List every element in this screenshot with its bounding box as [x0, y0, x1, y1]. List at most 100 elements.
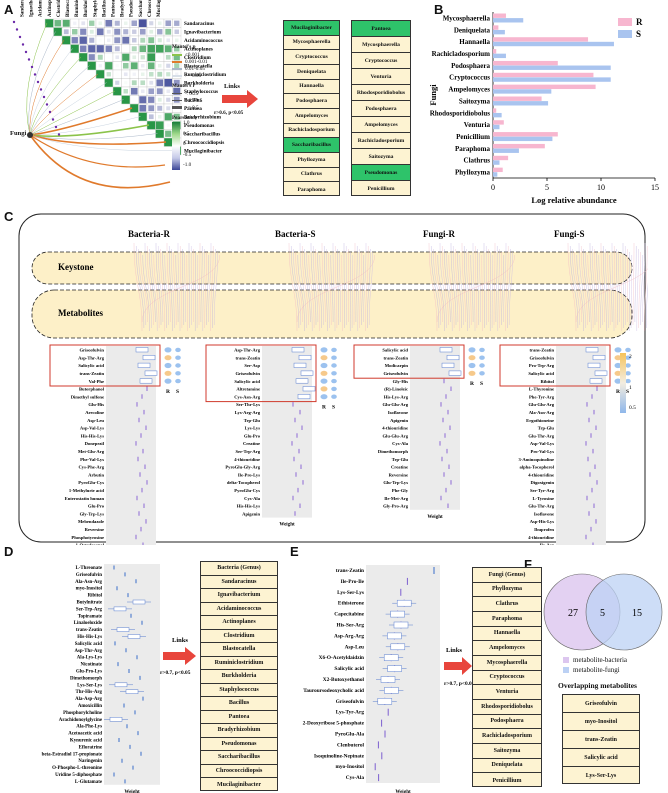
grid-square	[88, 45, 96, 53]
network-edge	[466, 248, 470, 329]
network-edge	[439, 242, 447, 329]
network-edge	[576, 254, 584, 332]
box-genus-item: Venturia	[352, 69, 410, 85]
b-bar-R	[493, 132, 558, 137]
c-r-dot	[320, 355, 328, 361]
b-tick-label: 15	[651, 183, 659, 192]
network-edge	[175, 254, 179, 323]
c-metabolite-label: Gly-His	[393, 379, 409, 384]
network-edge	[455, 248, 461, 332]
d-box	[113, 606, 127, 612]
grid-square	[140, 55, 145, 60]
d-links-condition: r>0.7, p<0.05	[160, 670, 191, 676]
c-metabolite-label: Asp-Leu	[87, 418, 104, 423]
grid-square	[140, 72, 145, 77]
c-metabolite-label: 3-Aminoquinoline	[519, 457, 554, 462]
grid-square	[165, 20, 172, 27]
panel-b-bar-chart: MycosphaerellaDeniquelataHannaellaRachic…	[430, 12, 659, 205]
network-edge	[135, 245, 145, 329]
top-genus-label: Actinoplanes	[48, 0, 53, 17]
b-bar-R	[493, 155, 509, 161]
b-category-label: Rhodosporidiobolus	[430, 109, 490, 117]
box-genus-item: Saitozyma	[352, 149, 410, 165]
venn-fungi-circle	[585, 573, 663, 651]
e-box	[390, 643, 406, 651]
c-metabolite-label: Reversine	[85, 527, 104, 532]
keystone-highlight-box	[499, 344, 611, 387]
top-genus-label: Chroococcidiopsis	[148, 0, 153, 17]
network-edge	[474, 245, 478, 329]
node-dot	[21, 43, 25, 46]
c-metabolite-label: Trp-Glu	[392, 457, 409, 462]
grid-square	[105, 62, 113, 70]
b-category-label: Hannaella	[459, 38, 490, 46]
network-edge	[497, 248, 500, 332]
grid-square	[98, 21, 102, 25]
e-genus-item: Cryptococcus	[473, 671, 541, 686]
network-edge	[204, 251, 207, 329]
network-edge	[310, 242, 317, 326]
e-metabolite-label: Isoquinoline-Nepinate	[314, 753, 365, 759]
network-edge	[587, 254, 594, 329]
grid-square	[166, 63, 171, 68]
box-genus-item: Cryptococcus	[352, 53, 410, 69]
panel-e-boxplot: trans-ZeatinIle-Pro-IleLys-Ser-LysEthist…	[303, 565, 475, 793]
c-metabolite-label: Dimethomorph	[378, 449, 409, 454]
network-edge	[334, 245, 338, 329]
network-edge	[133, 242, 143, 332]
box-genus-item: Rachicladosporium	[352, 133, 410, 149]
c-weight-box	[592, 355, 606, 361]
top-genus-label: Pantoea	[112, 0, 117, 17]
fungi-link-path	[29, 65, 90, 136]
grid-square	[174, 63, 180, 69]
c-r-dot	[164, 347, 172, 353]
row-genus-label: Pseudomonas	[184, 123, 214, 129]
overlap-title: Overlapping metabolites	[558, 681, 637, 690]
grid-square	[62, 19, 70, 27]
row-genus-label: Clostridium	[184, 55, 211, 61]
panel-d-boxplot: L-ThreonateGriseofulvinAla-Asn-Argmyo-In…	[42, 564, 196, 793]
d-box	[127, 634, 141, 639]
c-metabolite-label: Glu-Pro	[88, 504, 105, 509]
d-genus-item: Ruminiclostridium	[201, 657, 277, 671]
e-metabolite-label: Ile-Pro-Ile	[341, 579, 365, 585]
e-box	[387, 632, 402, 640]
grid-square	[123, 29, 129, 35]
fungi-link-path	[29, 134, 166, 168]
c-metabolite-label: Glu-Glu-Arg	[382, 402, 408, 407]
grid-square	[139, 28, 146, 35]
network-edge	[452, 245, 459, 323]
pearson-tick: 0	[183, 141, 186, 147]
network-edge	[450, 242, 457, 326]
c-metabolite-label: (R)-Linoleic	[384, 387, 408, 392]
b-legend-swatch	[618, 18, 632, 26]
c-metabolite-label: Enterostatin human	[65, 496, 105, 501]
keystone-highlight-box	[49, 344, 161, 387]
b-tick-label: 5	[545, 183, 549, 192]
e-genus-item: Clathrus	[473, 597, 541, 612]
c-metabolite-label: Ala-Asn-Arg	[529, 410, 555, 415]
network-edge	[575, 268, 648, 323]
network-edge	[644, 245, 648, 332]
grid-square	[124, 21, 128, 25]
overlap-metabolite-item: Griseofulvin	[563, 695, 639, 713]
c-metabolite-label: PyroGlu-Cys	[234, 488, 260, 493]
c-metabolite-label: Dimethyl sulfone	[71, 394, 104, 399]
overlap-metabolite-item: Salicylic acid	[563, 749, 639, 767]
e-genus-item: Rachicladosporium	[473, 729, 541, 744]
mantel-r-item: 0.25-0.5	[172, 97, 222, 104]
grid-square	[73, 21, 77, 25]
c-weight-box	[139, 378, 153, 384]
c-s-dot	[331, 378, 337, 384]
b-category-label: Deniquelata	[454, 26, 491, 34]
grid-square	[105, 19, 113, 27]
d-metabolite-label: Griseofulvin	[76, 573, 102, 578]
c-s-dot	[175, 355, 181, 360]
grid-square	[98, 38, 102, 42]
grid-square	[148, 96, 155, 103]
network-edge	[182, 248, 185, 326]
grid-square	[148, 114, 154, 120]
grid-square	[147, 45, 155, 53]
c-r-dot	[320, 370, 328, 376]
network-edge	[141, 254, 221, 323]
